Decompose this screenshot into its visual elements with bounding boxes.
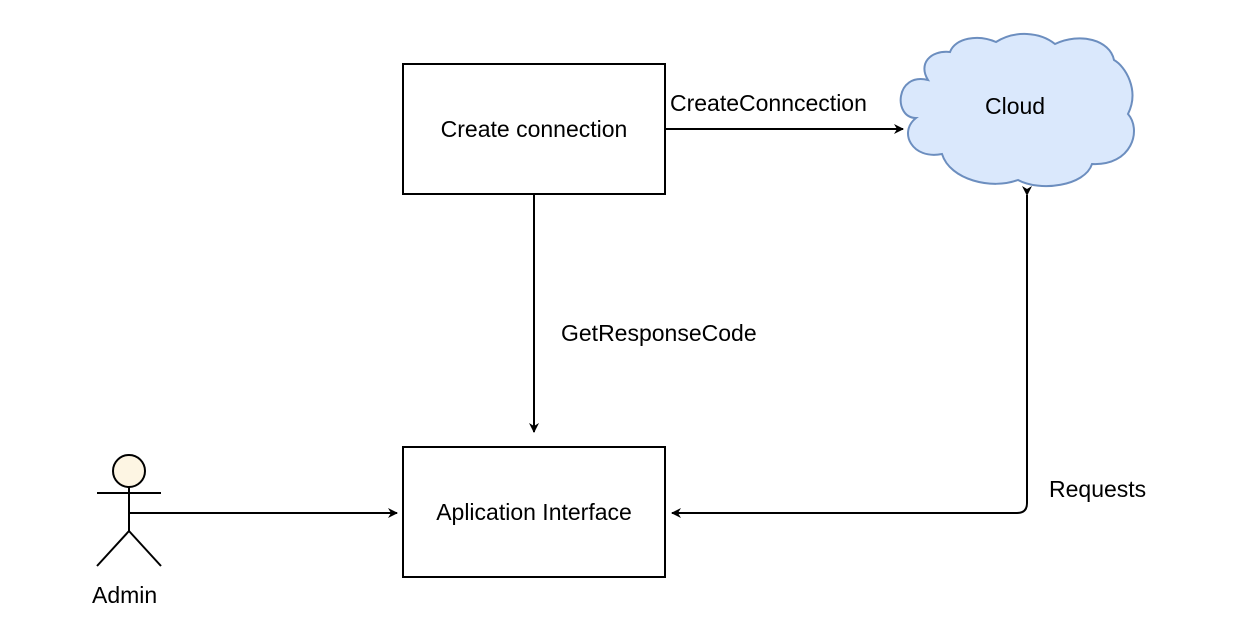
cloud-shape-icon[interactable]: [899, 32, 1135, 187]
cloud-label: Cloud: [985, 93, 1046, 119]
actor-left-leg: [96, 530, 130, 567]
edge-label-get-response-code: GetResponseCode: [561, 320, 757, 346]
create-connection-box[interactable]: Create connection: [402, 63, 666, 195]
actor-label: Admin: [92, 582, 158, 608]
actor-head: [112, 454, 146, 488]
create-connection-label: Create connection: [440, 115, 628, 142]
edge-cloud-app-requests: [671, 186, 1032, 518]
edge-label-requests: Requests: [1049, 476, 1147, 502]
actor-right-leg: [128, 530, 162, 567]
application-interface-box[interactable]: Aplication Interface: [402, 446, 666, 578]
application-interface-label: Aplication Interface: [436, 498, 632, 525]
stick-figure-icon[interactable]: [96, 454, 162, 567]
edge-label-create-connection: CreateConncection: [670, 90, 867, 116]
